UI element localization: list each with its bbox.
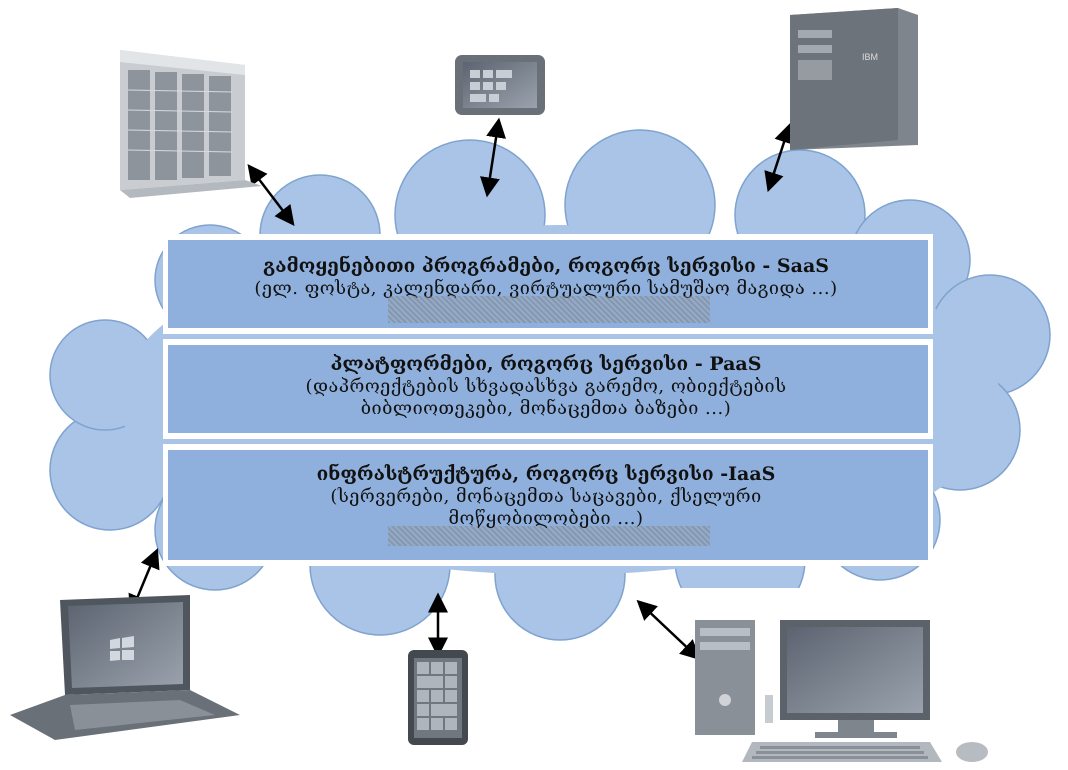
saas-texture <box>388 296 710 323</box>
saas-layer: გამოყენებითი პროგრამები, როგორც სერვისი … <box>168 254 924 300</box>
arrow-rack <box>247 164 295 226</box>
iaas-title: ინფრასტრუქტურა, როგორც სერვისი -IaaS <box>316 463 776 485</box>
paas-panel <box>168 345 928 433</box>
arrow-tower <box>764 122 794 193</box>
ibm-brand: IBM <box>862 52 878 62</box>
iaas-description-line-1: (სერვერები, მონაცემთა საცავები, ქსელური <box>330 486 762 507</box>
saas-panel <box>168 240 928 328</box>
iaas-layer: ინფრასტრუქტურა, როგორც სერვისი -IaaS (სე… <box>168 462 924 530</box>
phone-icon <box>408 650 468 745</box>
saas-title: გამოყენებითი პროგრამები, როგორც სერვისი … <box>262 255 829 277</box>
paas-description-line-1: (დაპროექტების სხვადასხვა გარემო, ობიექტე… <box>305 376 787 397</box>
tablet-icon <box>455 55 545 115</box>
arrow-desktop <box>636 599 701 661</box>
iaas-texture <box>388 526 710 546</box>
paas-description-line-2: ბიბლიოთეკები, მონაცემთა ბაზები ...) <box>360 398 732 419</box>
desktop-pc-icon <box>695 620 988 762</box>
saas-description: (ელ. ფოსტა, კალენდარი, ვირტუალური სამუშა… <box>254 278 838 299</box>
iaas-description-line-2: მოწყობილობები ...) <box>448 508 644 529</box>
paas-layer: პლატფორმები, როგორც სერვისი - PaaS (დაპრ… <box>168 352 924 420</box>
arrow-tablet <box>480 117 506 198</box>
windows-logo-icon <box>110 636 134 661</box>
connector-arrows <box>128 117 794 661</box>
paas-title: პლატფორმები, როგორც სერვისი - PaaS <box>330 353 762 375</box>
server-rack-icon <box>120 50 262 198</box>
tower-server-icon: IBM <box>790 8 918 150</box>
laptop-icon <box>10 595 240 740</box>
iaas-panel <box>168 450 928 560</box>
